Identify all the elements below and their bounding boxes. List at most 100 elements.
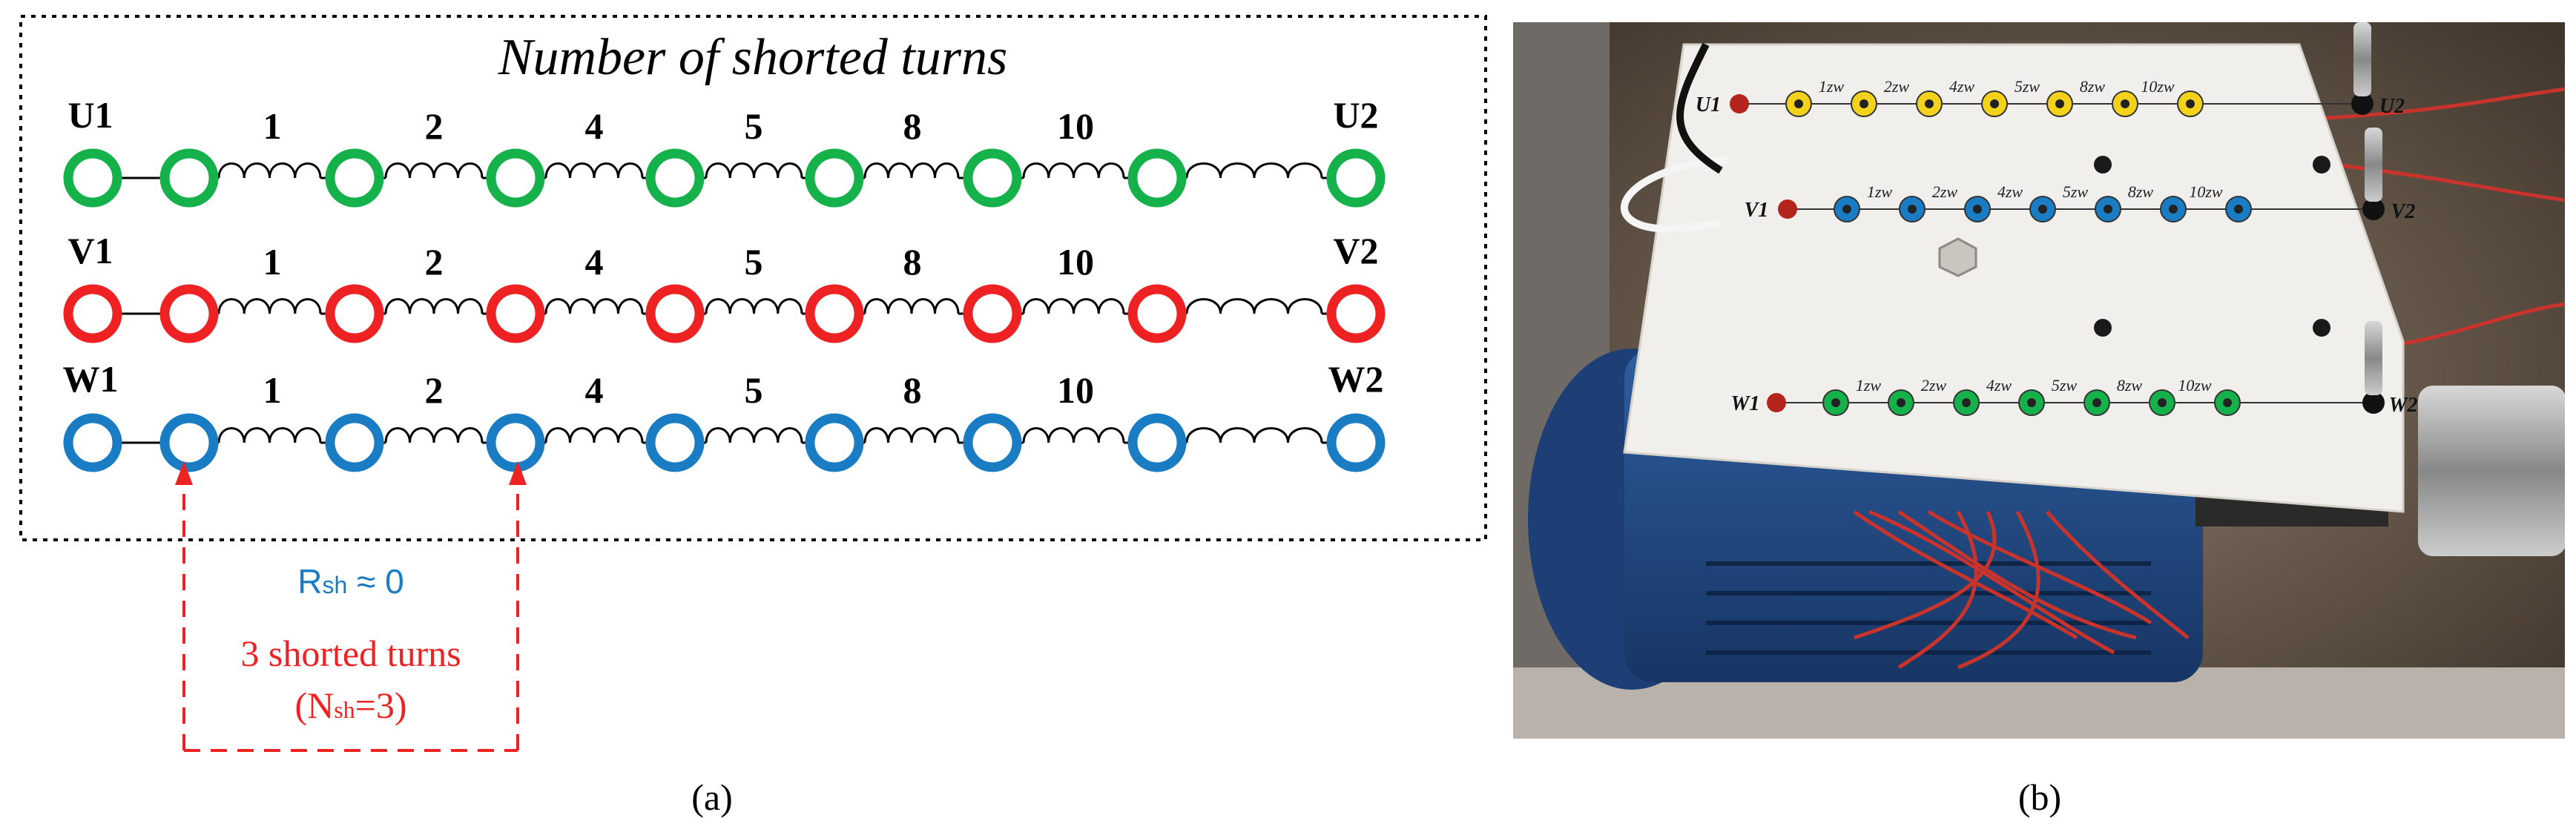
board-tap-hole xyxy=(1962,398,1971,407)
hex-bolt xyxy=(1938,237,1977,277)
board-tap-label: 2zw xyxy=(1932,182,1958,201)
board-tap-label: 2zw xyxy=(1884,77,1910,96)
coil-c10 xyxy=(1022,427,1125,443)
terminal-circle xyxy=(325,413,384,472)
coil-turn-label: 1 xyxy=(263,105,282,147)
terminal-circle xyxy=(1326,413,1386,472)
probe-plug xyxy=(2365,321,2382,395)
board-tap-label: 8zw xyxy=(2117,376,2143,395)
board-tap-label: 5zw xyxy=(2052,376,2078,395)
coupling xyxy=(2418,386,2565,556)
short-dashed-bracket xyxy=(182,475,519,752)
coil-c10 xyxy=(1022,298,1125,314)
terminal-circle xyxy=(63,284,122,343)
short-annotation: Rsh ≈ 0 3 shorted turns (Nsh=3) xyxy=(175,461,527,752)
board-start-terminal xyxy=(1767,393,1786,412)
board-tap-label: 10zw xyxy=(2141,77,2175,96)
board-end-terminal xyxy=(2362,198,2385,220)
coil-c1 xyxy=(217,298,322,314)
board-hole-1 xyxy=(2094,156,2112,174)
board-start-label: V1 xyxy=(1745,199,1769,222)
coil-turn-label: 10 xyxy=(1057,369,1094,411)
terminal-circle xyxy=(63,413,122,472)
board-end-label: V2 xyxy=(2391,200,2416,223)
board-start-label: U1 xyxy=(1696,93,1721,116)
coil-turn-label: 1 xyxy=(263,369,282,411)
terminal-circle xyxy=(159,148,219,208)
board-start-terminal xyxy=(1778,199,1797,219)
board-tap-label: 5zw xyxy=(2063,182,2089,201)
white-jumper-wire xyxy=(1621,156,1729,233)
terminal-label-end: V2 xyxy=(1333,230,1378,271)
board-tap-hole xyxy=(2158,398,2167,407)
terminal-circle xyxy=(325,148,384,208)
coil-c2 xyxy=(384,298,484,314)
board-start-label: W1 xyxy=(1731,392,1760,415)
coil-cend xyxy=(1185,298,1323,314)
short-arrowhead-left xyxy=(175,461,193,485)
terminal-circle xyxy=(1326,148,1386,208)
board-hole-2 xyxy=(2094,319,2112,337)
board-tap-label: 4zw xyxy=(1949,77,1975,96)
motor-fins xyxy=(1706,561,2151,655)
terminal-circle xyxy=(159,284,219,343)
board-tap-hole xyxy=(2038,205,2047,214)
board-tap-label: 1zw xyxy=(1867,182,1893,201)
coil-turn-label: 2 xyxy=(425,241,444,283)
board-tap-hole xyxy=(1908,205,1917,214)
board-tap-hole xyxy=(1897,398,1905,407)
terminal-circle xyxy=(1127,284,1187,343)
board-end-terminal xyxy=(2351,93,2374,115)
coil-c5 xyxy=(705,298,803,314)
terminal-label-start: V1 xyxy=(67,230,113,271)
board-tap-hole xyxy=(1990,99,1999,108)
board-tap-label: 1zw xyxy=(1856,376,1882,395)
coil-turn-label: 2 xyxy=(425,105,444,147)
coil-c5 xyxy=(705,427,803,443)
coil-c1 xyxy=(217,427,322,443)
board-tap-label: 5zw xyxy=(2015,77,2040,96)
board-tap-hole xyxy=(2027,398,2036,407)
coil-turn-label: 10 xyxy=(1057,105,1094,147)
coil-c8 xyxy=(863,298,960,314)
coil-turn-label: 5 xyxy=(745,241,763,283)
board-start-terminal xyxy=(1730,94,1749,113)
board-tap-label: 8zw xyxy=(2128,182,2154,201)
board-tap-hole xyxy=(1794,99,1803,108)
coil-turn-label: 10 xyxy=(1057,241,1094,283)
board-tap-hole xyxy=(1842,205,1851,214)
board-tap-hole xyxy=(2234,205,2243,214)
board-tap-hole xyxy=(2186,99,2195,108)
board-tap-hole xyxy=(2104,205,2112,214)
terminal-circle xyxy=(963,148,1022,208)
rsh-rest: ≈ 0 xyxy=(347,562,403,601)
coil-turn-label: 5 xyxy=(745,369,763,411)
terminal-circle xyxy=(486,284,545,343)
board-tap-hole xyxy=(1831,398,1840,407)
coil-turn-label: 5 xyxy=(745,105,763,147)
terminal-label-end: W2 xyxy=(1328,358,1384,400)
terminal-label-end: U2 xyxy=(1333,94,1378,136)
nsh-rest: =3) xyxy=(355,684,407,726)
coil-turn-label: 4 xyxy=(585,369,604,411)
terminal-circle xyxy=(805,413,864,472)
board-tap-hole xyxy=(2223,398,2232,407)
panel-b-caption: (b) xyxy=(2018,776,2061,818)
coil-cend xyxy=(1185,427,1323,443)
coil-cend xyxy=(1185,162,1323,179)
terminal-circle xyxy=(645,284,705,343)
board-tap-label: 8zw xyxy=(2080,77,2106,96)
coil-turn-label: 2 xyxy=(425,369,444,411)
rsh-sub: sh xyxy=(323,572,348,598)
board-end-label: U2 xyxy=(2379,95,2405,118)
coil-turn-label: 8 xyxy=(903,241,922,283)
coil-turn-label: 4 xyxy=(585,105,604,147)
coil-c2 xyxy=(384,427,484,443)
